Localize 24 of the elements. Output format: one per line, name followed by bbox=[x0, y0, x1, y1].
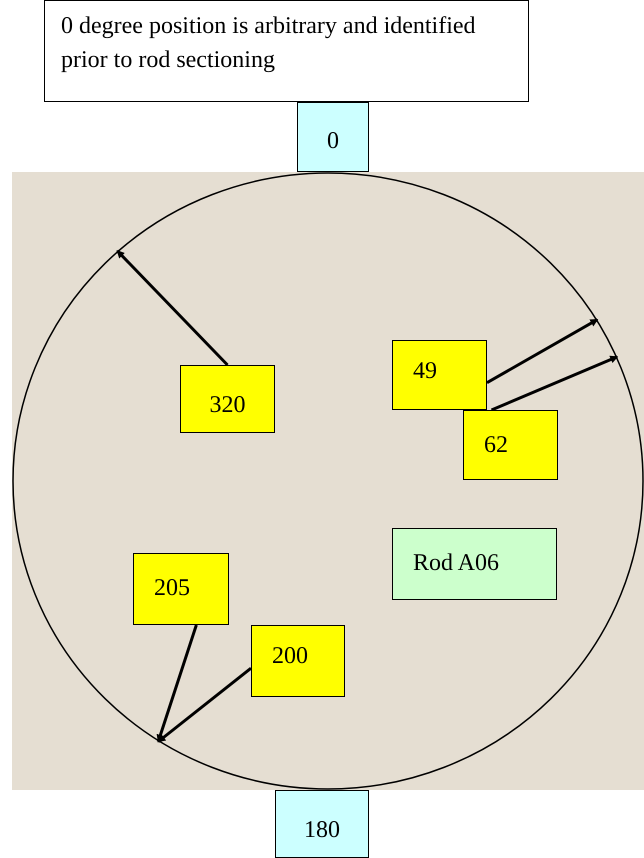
box-text: 49 bbox=[413, 357, 438, 386]
degree-marker-box bbox=[297, 102, 369, 172]
box-text: 205 bbox=[154, 574, 191, 603]
angle-box bbox=[133, 553, 229, 625]
degree-marker-box bbox=[275, 790, 369, 858]
angle-box bbox=[180, 365, 275, 433]
arrow bbox=[156, 624, 198, 743]
box-text: 0 bbox=[326, 127, 340, 156]
box-text: 320 bbox=[208, 391, 246, 420]
angle-box bbox=[251, 625, 345, 697]
box-text: 180 bbox=[303, 816, 341, 845]
angle-box bbox=[392, 340, 487, 410]
box-text: 0 degree position is arbitrary and identified prior to rod sectioning bbox=[61, 12, 477, 75]
arrow bbox=[490, 355, 618, 412]
box-text: Rod A06 bbox=[413, 549, 500, 578]
rod-cross-section-circle bbox=[12, 172, 644, 790]
arrow bbox=[486, 318, 598, 384]
angle-box bbox=[463, 410, 558, 480]
box-text: 200 bbox=[272, 642, 309, 671]
arrow bbox=[116, 250, 229, 366]
arrow bbox=[157, 667, 252, 743]
rod-label-box bbox=[392, 528, 557, 600]
box-text: 62 bbox=[484, 431, 509, 460]
note-box bbox=[44, 0, 529, 102]
